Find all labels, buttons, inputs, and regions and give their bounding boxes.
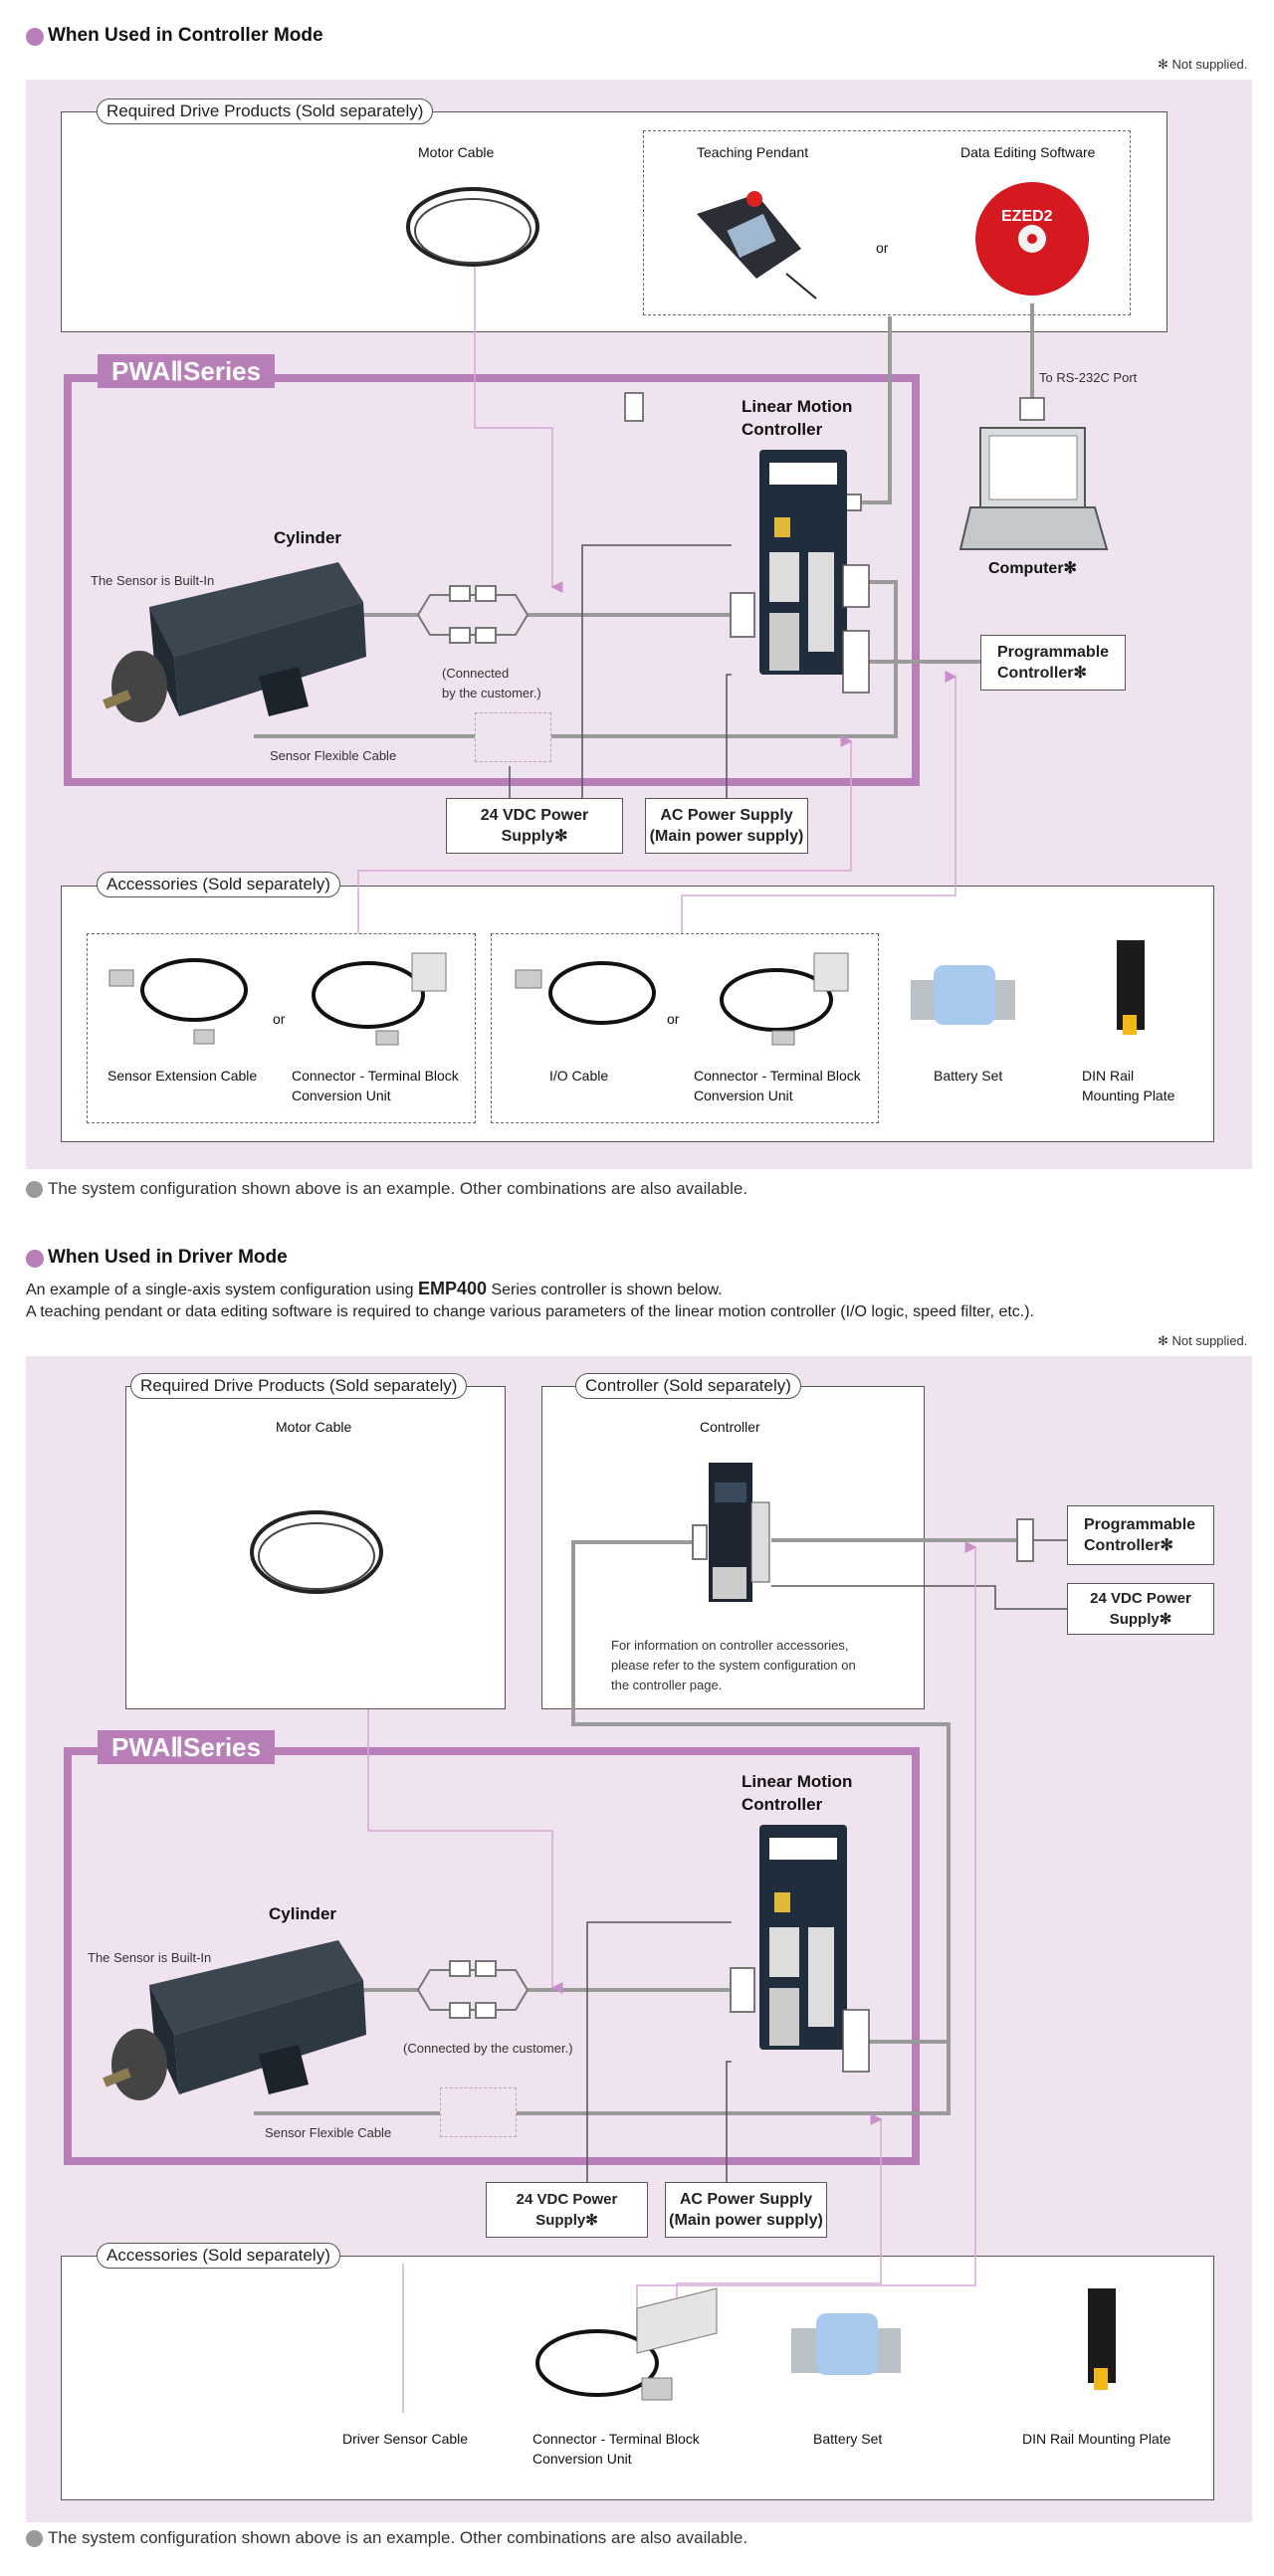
- ac2-label-1: AC Power Supply: [679, 2191, 813, 2208]
- vdc-right-label: 24 VDC Power Supply✻: [1090, 1590, 1191, 1628]
- acc-sensor-ext-label: Sensor Extension Cable: [107, 1068, 258, 1084]
- ac2-label-2: (Main power supply): [669, 2212, 823, 2229]
- accessories-box-2: [61, 2256, 1214, 2500]
- cylinder-label: Cylinder: [274, 528, 342, 547]
- data-software-label: Data Editing Software: [960, 144, 1096, 160]
- plc2-label-1: Programmable: [1084, 1516, 1196, 1533]
- desc-post: Series controller is shown below.: [487, 1282, 723, 1298]
- acc-din-label-2: Mounting Plate: [1082, 1088, 1175, 1103]
- motor-cable-label-2: Motor Cable: [276, 1419, 352, 1435]
- ac-label-1: AC Power Supply: [660, 807, 793, 824]
- not-supplied-note: ✻ Not supplied.: [1158, 57, 1248, 72]
- computer-label: Computer✻: [988, 560, 1077, 577]
- required-products-label: Required Drive Products (Sold separately…: [97, 99, 434, 124]
- controller-label: Controller: [700, 1419, 760, 1435]
- acc2-din-label: DIN Rail Mounting Plate: [1022, 2431, 1171, 2447]
- linear-controller-label-2: Controller: [742, 420, 823, 439]
- linear-controller-label-1: Linear Motion: [742, 397, 853, 416]
- sensor-builtin-label: The Sensor is Built-In: [91, 573, 215, 588]
- customer-connection-dashed-2: [440, 2087, 517, 2137]
- section2-bullet: [26, 1250, 44, 1268]
- acc-io-label: I/O Cable: [549, 1068, 609, 1084]
- section2-title: When Used in Driver Mode: [48, 1247, 288, 1268]
- acc-conn-label-2: Conversion Unit: [292, 1088, 391, 1103]
- plc-label-2: Controller✻: [997, 665, 1087, 682]
- io-accessory-group: [491, 933, 879, 1123]
- pwa-series-tag: PWAⅡSeries: [98, 354, 276, 388]
- controller-group-label: Controller (Sold separately): [575, 1373, 801, 1399]
- desc-bold: EMP400: [417, 1279, 488, 1298]
- cylinder-label-2: Cylinder: [269, 1904, 337, 1923]
- required-products-label-2: Required Drive Products (Sold separately…: [130, 1373, 468, 1399]
- not-supplied-note-2: ✻ Not supplied.: [1158, 1333, 1248, 1348]
- acc-conn2-label-1: Connector - Terminal Block: [694, 1068, 861, 1084]
- controller-info-3: the controller page.: [611, 1678, 723, 1692]
- ac-label-2: (Main power supply): [649, 828, 804, 845]
- linear-controller2-label-2: Controller: [742, 1795, 823, 1814]
- sensor-builtin-label-2: The Sensor is Built-In: [88, 1950, 212, 1965]
- vdc2-label: 24 VDC Power Supply✻: [516, 2191, 618, 2229]
- footnote-2: The system configuration shown above is …: [48, 2528, 748, 2547]
- pwa-series-tag-2: PWAⅡSeries: [98, 1730, 276, 1764]
- ac-supply-box-2: AC Power Supply (Main power supply): [665, 2182, 827, 2238]
- desc-pre: An example of a single-axis system confi…: [26, 1282, 418, 1298]
- connected-label-2b: (Connected by the customer.): [403, 2041, 573, 2056]
- vdc-supply-box: 24 VDC Power Supply✻: [446, 798, 623, 854]
- plc-label-1: Programmable: [997, 644, 1110, 661]
- acc-battery-label: Battery Set: [934, 1068, 1003, 1084]
- section-title: When Used in Controller Mode: [48, 25, 323, 46]
- section2-desc-1: An example of a single-axis system confi…: [26, 1279, 723, 1299]
- sensor-flex-label: Sensor Flexible Cable: [270, 748, 397, 763]
- plc2-label-2: Controller✻: [1084, 1537, 1173, 1554]
- acc2-battery-label: Battery Set: [813, 2431, 883, 2447]
- controller-info-2: please refer to the system configuration…: [611, 1658, 856, 1673]
- accessories-label-2: Accessories (Sold separately): [97, 2243, 340, 2269]
- accessories-label: Accessories (Sold separately): [97, 872, 340, 897]
- sensor-flex-label-2: Sensor Flexible Cable: [265, 2125, 392, 2140]
- acc2-conn-label-2: Conversion Unit: [532, 2451, 632, 2467]
- acc-conn2-label-2: Conversion Unit: [694, 1088, 793, 1103]
- connected-label-2: by the customer.): [442, 686, 541, 700]
- ac-supply-box: AC Power Supply (Main power supply): [645, 798, 808, 854]
- acc-conn-label-1: Connector - Terminal Block: [292, 1068, 459, 1084]
- acc2-conn-label-1: Connector - Terminal Block: [532, 2431, 700, 2447]
- sensor-accessory-group: [87, 933, 476, 1123]
- vdc-supply-box-right: 24 VDC Power Supply✻: [1067, 1583, 1214, 1635]
- acc-or-2: or: [667, 1011, 680, 1027]
- controller-info-1: For information on controller accessorie…: [611, 1638, 849, 1653]
- plc-box-2: Programmable Controller✻: [1067, 1505, 1214, 1565]
- vdc-supply-label: 24 VDC Power Supply✻: [480, 807, 589, 845]
- motor-cable-label: Motor Cable: [418, 144, 495, 160]
- connected-label-1: (Connected: [442, 666, 510, 681]
- linear-controller2-label-1: Linear Motion: [742, 1772, 853, 1791]
- acc-driver-sensor-label: Driver Sensor Cable: [342, 2431, 469, 2447]
- customer-connection-dashed: [475, 712, 551, 762]
- section2-desc-2: A teaching pendant or data editing softw…: [26, 1303, 1034, 1320]
- footnote: The system configuration shown above is …: [48, 1179, 748, 1198]
- vdc-supply-box-2: 24 VDC Power Supply✻: [486, 2182, 648, 2238]
- rs232c-label: To RS-232C Port: [1039, 370, 1138, 385]
- section-bullet: [26, 28, 44, 46]
- plc-box: Programmable Controller✻: [980, 635, 1126, 691]
- teaching-pendant-label: Teaching Pendant: [697, 144, 809, 160]
- acc-din-label-1: DIN Rail: [1082, 1068, 1135, 1084]
- footnote-bullet: [26, 1181, 43, 1198]
- or-label: or: [876, 240, 889, 256]
- footnote2-bullet: [26, 2530, 43, 2547]
- acc-or-1: or: [273, 1011, 286, 1027]
